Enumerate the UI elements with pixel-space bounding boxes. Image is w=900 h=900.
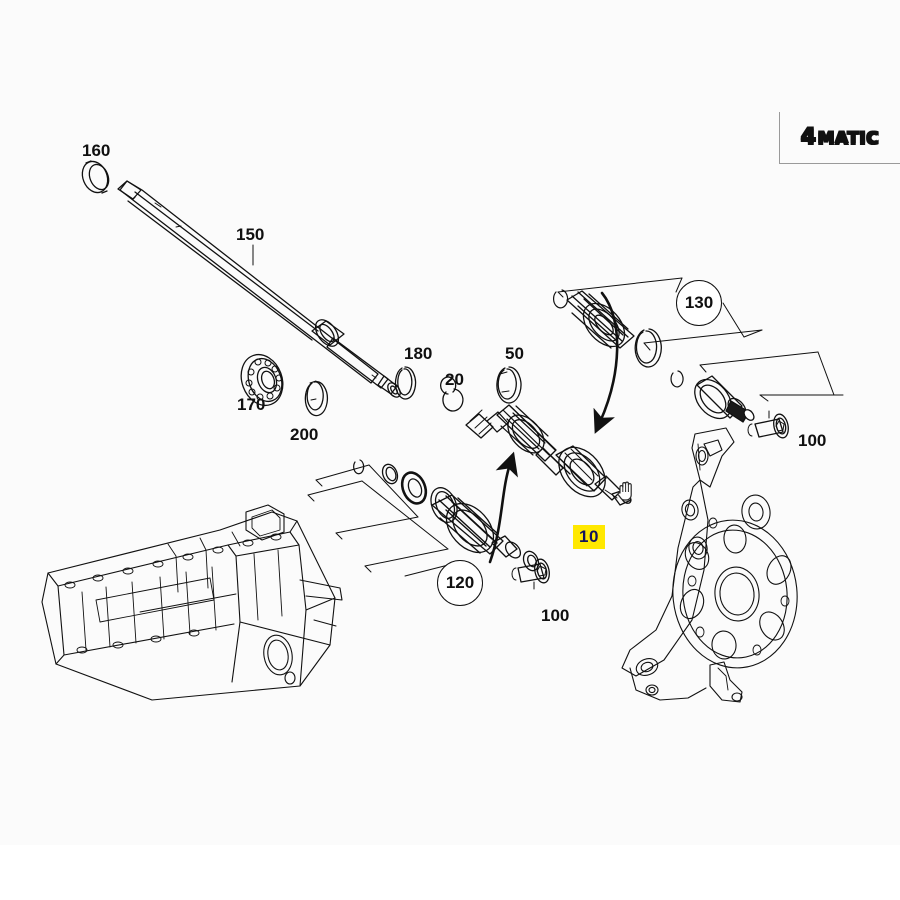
part-label-200[interactable]: 200: [290, 425, 319, 444]
part-label-100-right[interactable]: 100: [798, 431, 827, 450]
assembly-arrow-130-to-10: [593, 291, 619, 434]
part-engine-oil-pan: [41, 504, 343, 701]
part-label-100-lower[interactable]: 100: [541, 606, 570, 625]
brand-plate-label: 4MATIC: [800, 125, 880, 151]
callout-130[interactable]: 130: [676, 280, 722, 326]
part-label-170[interactable]: 170: [237, 395, 266, 414]
part-group-cv-boot-kit-130: [552, 277, 844, 423]
part-drive-axle-assembly-10: [465, 404, 632, 506]
brand-plate-word: MATIC: [817, 129, 880, 150]
assembly-arrow-120-to-10: [488, 451, 518, 564]
part-label-20[interactable]: 20: [445, 370, 464, 389]
part-label-10-highlighted[interactable]: 10: [573, 525, 605, 549]
brand-plate-4matic: 4MATIC: [779, 112, 900, 164]
part-circlip-180: [394, 366, 417, 400]
part-steering-knuckle: [621, 427, 798, 703]
part-torx-bolt-100-right: [747, 410, 789, 439]
brand-plate-number: 4: [800, 125, 817, 151]
part-torx-bolt-100-lower: [511, 558, 550, 590]
part-seal-ring-160: [81, 160, 110, 194]
part-snap-ring-200: [304, 380, 329, 417]
part-label-150[interactable]: 150: [236, 225, 265, 244]
hand-cursor-icon: [617, 481, 632, 501]
part-group-cv-boot-kit-120: [307, 459, 540, 577]
diagram-canvas-background: [0, 0, 900, 845]
callout-120[interactable]: 120: [437, 560, 483, 606]
part-label-50[interactable]: 50: [505, 344, 524, 363]
part-circlip-20: [440, 376, 464, 412]
part-label-160[interactable]: 160: [82, 141, 111, 160]
part-label-180[interactable]: 180: [404, 344, 433, 363]
part-ball-bearing-170: [240, 353, 284, 407]
part-intermediate-shaft-150: [117, 180, 401, 398]
part-clamp-ring-50: [496, 366, 522, 404]
